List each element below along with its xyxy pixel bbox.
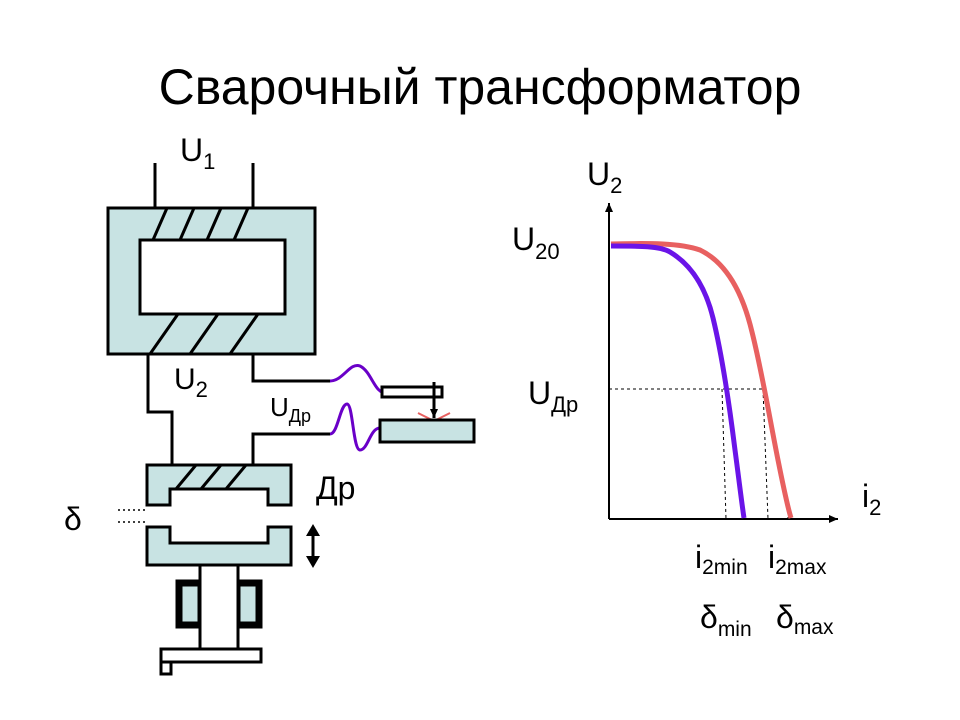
- curve-delta-max: [610, 241, 794, 519]
- guide-lines: [609, 388, 769, 520]
- y-axis-label: U2: [587, 156, 622, 198]
- choke-lower-core: [145, 525, 293, 567]
- choke-label: Др: [316, 470, 355, 506]
- welding-cables: [329, 364, 387, 452]
- adjustment-screw: [159, 563, 263, 676]
- delta-min-label: δmin: [700, 599, 752, 641]
- choke-winding: [174, 464, 248, 490]
- delta-max-label: δmax: [776, 599, 834, 639]
- air-gap-lines: [118, 509, 147, 523]
- i2max-label: i2max: [768, 539, 827, 579]
- i2min-label: i2min: [695, 539, 748, 579]
- u20-label: U20: [512, 221, 560, 264]
- u2-label: U2: [174, 363, 208, 402]
- double-arrow-icon: [306, 524, 320, 568]
- transformer-schematic: U1 U2 UДр Др δ: [64, 132, 476, 676]
- curve-delta-min: [610, 243, 747, 519]
- secondary-wiring: [146, 354, 330, 465]
- x-axis-label: i2: [862, 478, 881, 520]
- primary-winding: [151, 207, 250, 241]
- u1-label: U1: [180, 132, 215, 174]
- secondary-winding: [148, 313, 260, 355]
- udr-graph-label: UДр: [528, 375, 578, 417]
- electrode-holder: [380, 385, 444, 399]
- transformer-core: [106, 206, 317, 356]
- gap-label: δ: [64, 501, 82, 537]
- page-title: Сварочный трансформатор: [158, 59, 802, 115]
- udr-label: UДр: [270, 392, 311, 426]
- workpiece: [378, 418, 476, 444]
- characteristic-graph: U2 i2 U20 UДр i2min i2max δmin δmax: [512, 156, 881, 641]
- choke-upper-core: [145, 463, 293, 507]
